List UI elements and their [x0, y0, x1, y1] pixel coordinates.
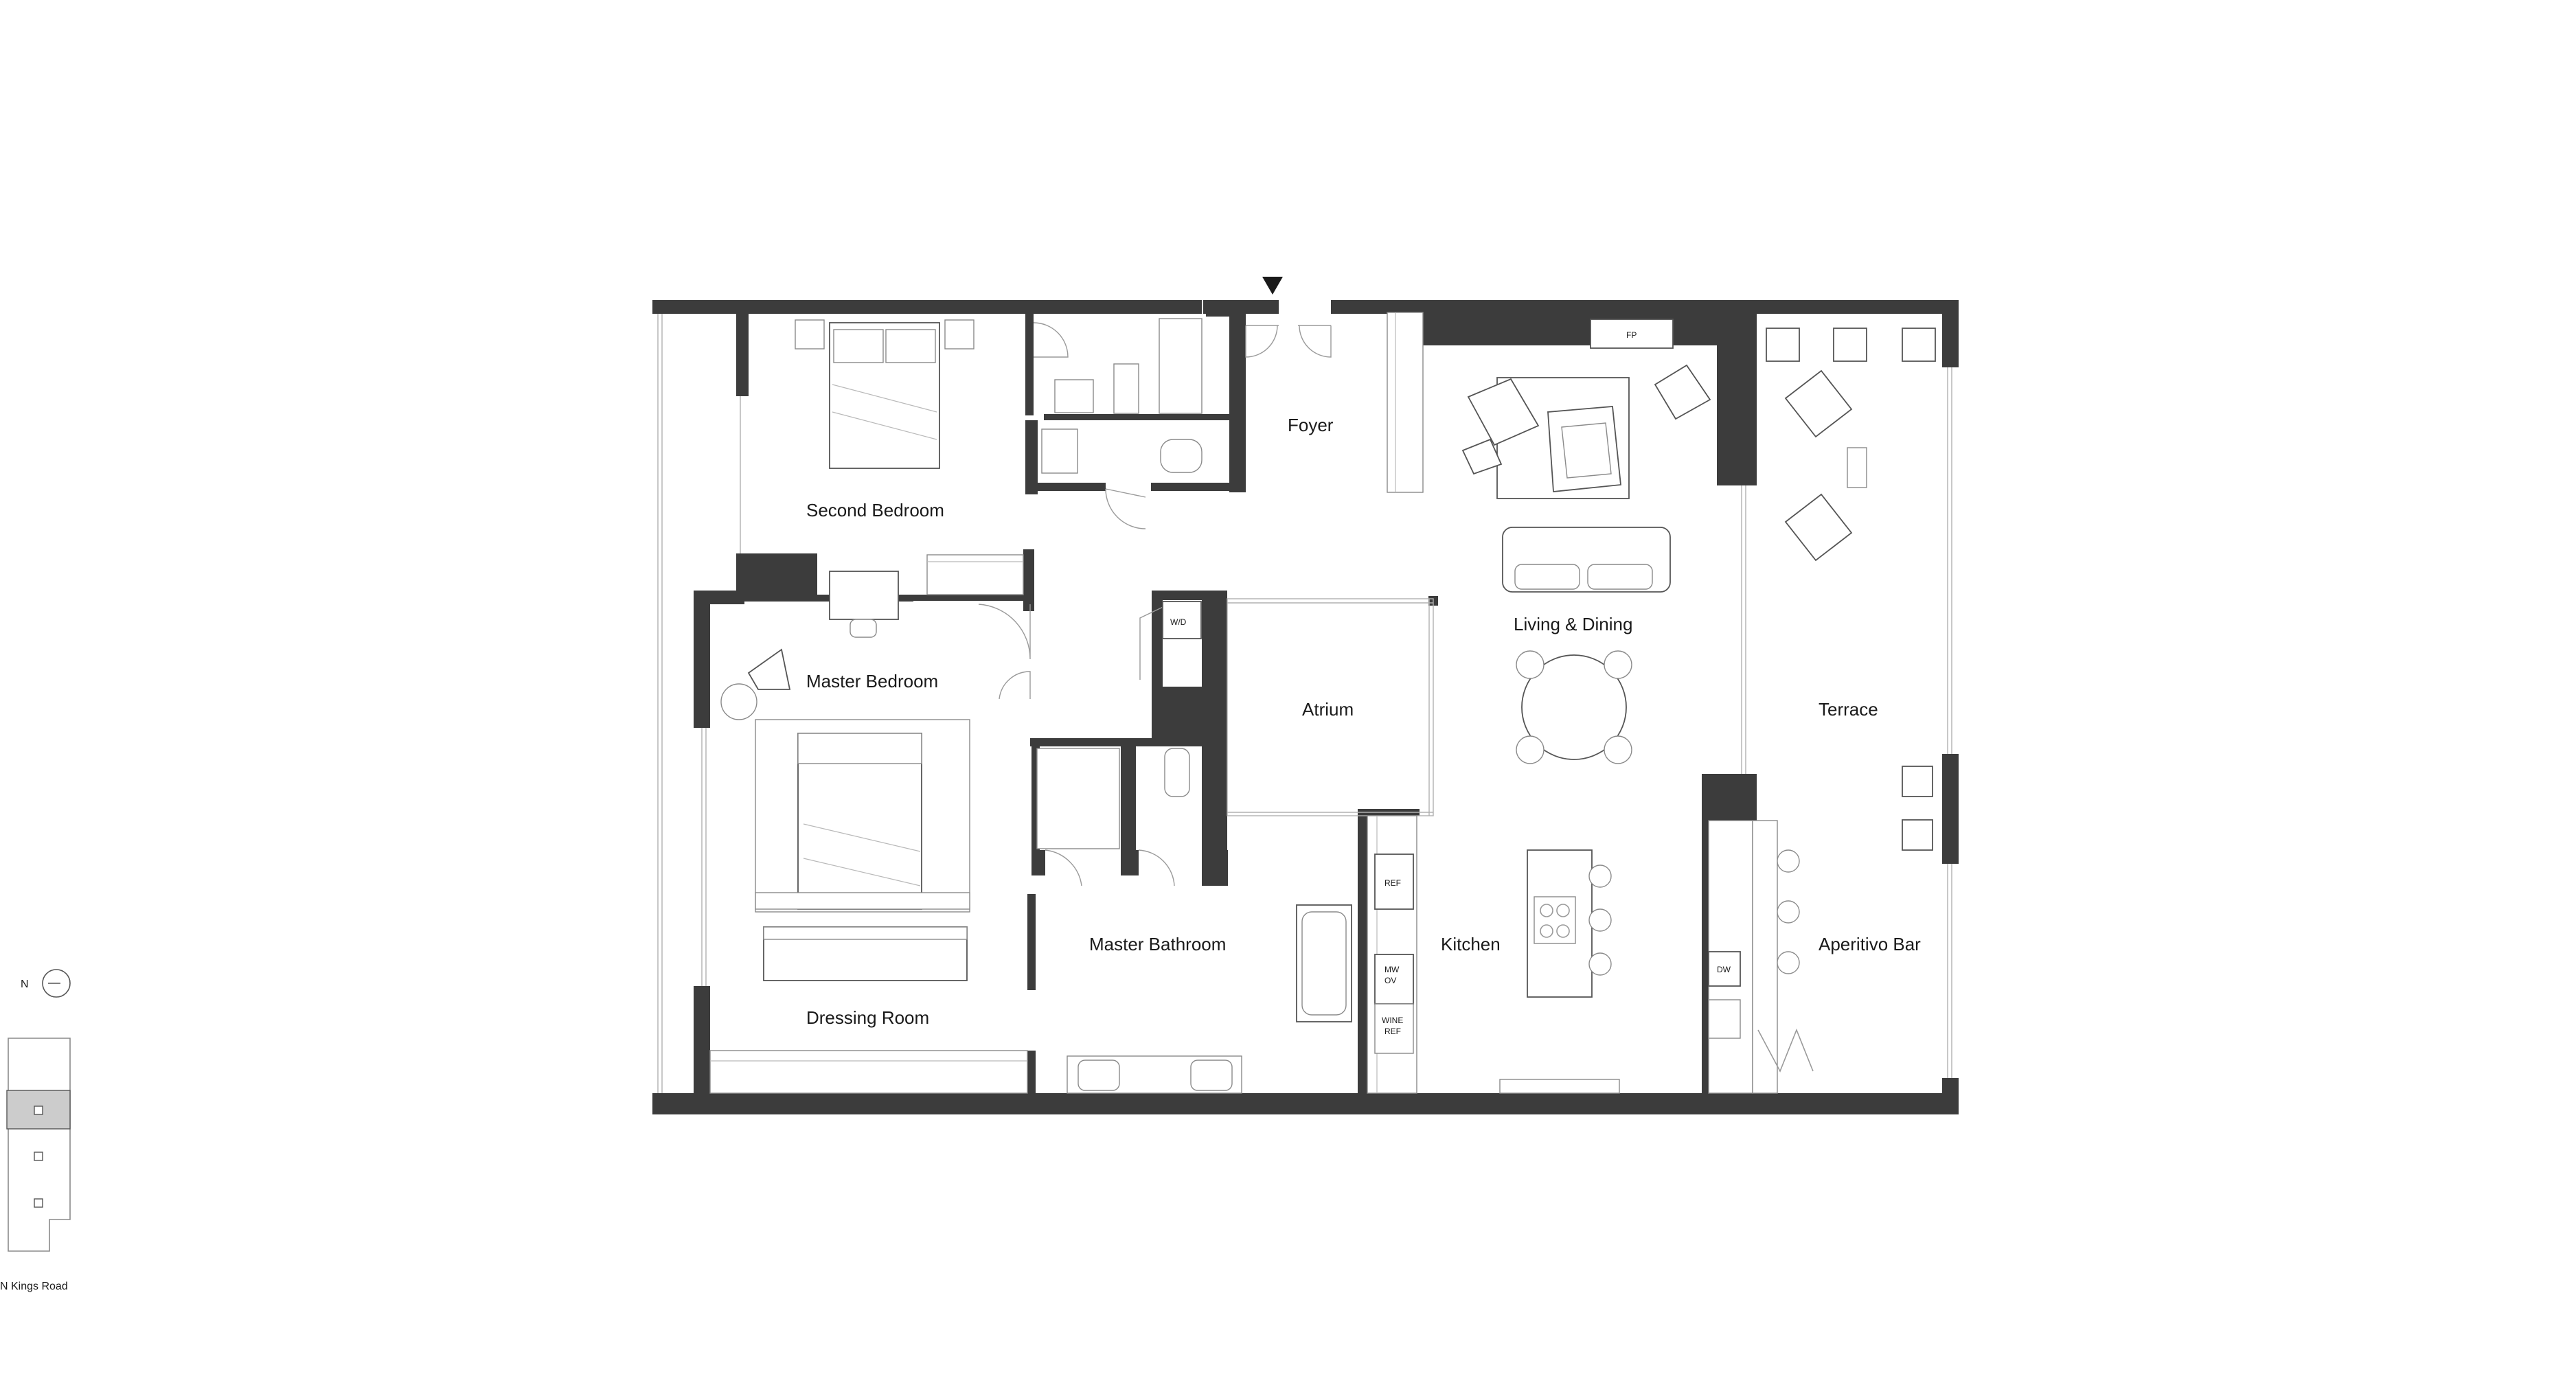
ov-label: OV: [1384, 976, 1396, 985]
living-furniture: FP: [1461, 319, 1711, 593]
key-plan: N N Kings Road: [0, 969, 71, 1292]
dishwasher: [1708, 951, 1741, 987]
terrace-lounger-2: [1784, 493, 1853, 562]
wd-label: W/D: [1170, 617, 1187, 627]
label-second-bedroom: Second Bedroom: [806, 500, 944, 520]
dining-table: [1521, 654, 1627, 760]
second-bedroom-furniture: [795, 319, 1024, 595]
side-table: [1461, 438, 1503, 475]
label-terrace: Terrace: [1819, 699, 1878, 720]
second-bath-fixtures: [1041, 318, 1202, 474]
microwave-oven: [1374, 954, 1414, 1005]
room-labels: Second Bedroom Foyer Living & Dining Ter…: [806, 415, 1921, 1028]
walls: [652, 300, 1959, 1114]
refrigerator: [1374, 854, 1414, 910]
dressing-room-furniture: [709, 926, 1028, 1094]
bar-fixtures: DW: [1708, 820, 1814, 1094]
entry-arrow-icon: [1262, 277, 1283, 295]
wine-ref-label: REF: [1384, 1027, 1401, 1036]
foyer-closet: [1387, 312, 1424, 493]
site-outline: [8, 1038, 71, 1252]
terrace-lounger-1: [1784, 369, 1853, 438]
accent-chair: [747, 648, 791, 690]
master-bath-fixtures: [1036, 748, 1352, 1094]
lounge-chair-right: [1654, 364, 1711, 420]
fireplace-label: FP: [1626, 330, 1637, 340]
label-dressing-room: Dressing Room: [806, 1007, 929, 1028]
north-label: N: [21, 978, 29, 990]
lounge-chair-left: [1467, 378, 1540, 446]
kitchen-fixtures: REF MW OV WINE REF: [1367, 815, 1620, 1094]
label-master-bedroom: Master Bedroom: [806, 671, 938, 691]
dw-label: DW: [1717, 965, 1731, 974]
glazing: [657, 314, 1952, 1093]
wine-label: WINE: [1382, 1016, 1403, 1025]
label-foyer: Foyer: [1288, 415, 1334, 435]
label-master-bathroom: Master Bathroom: [1089, 934, 1226, 954]
label-kitchen: Kitchen: [1441, 934, 1501, 954]
label-atrium: Atrium: [1302, 699, 1354, 720]
master-bedroom-furniture: [720, 571, 970, 913]
dining-furniture: [1516, 650, 1632, 764]
ref-label: REF: [1384, 878, 1401, 888]
terrace-furniture: [1766, 328, 1936, 851]
mw-label: MW: [1384, 965, 1400, 974]
label-aperitivo-bar: Aperitivo Bar: [1819, 934, 1921, 954]
desk: [829, 571, 899, 620]
label-living-dining: Living & Dining: [1514, 614, 1632, 634]
street-label: N Kings Road: [0, 1281, 68, 1292]
washer-dryer: [1162, 601, 1202, 639]
fireplace: [1590, 319, 1674, 349]
